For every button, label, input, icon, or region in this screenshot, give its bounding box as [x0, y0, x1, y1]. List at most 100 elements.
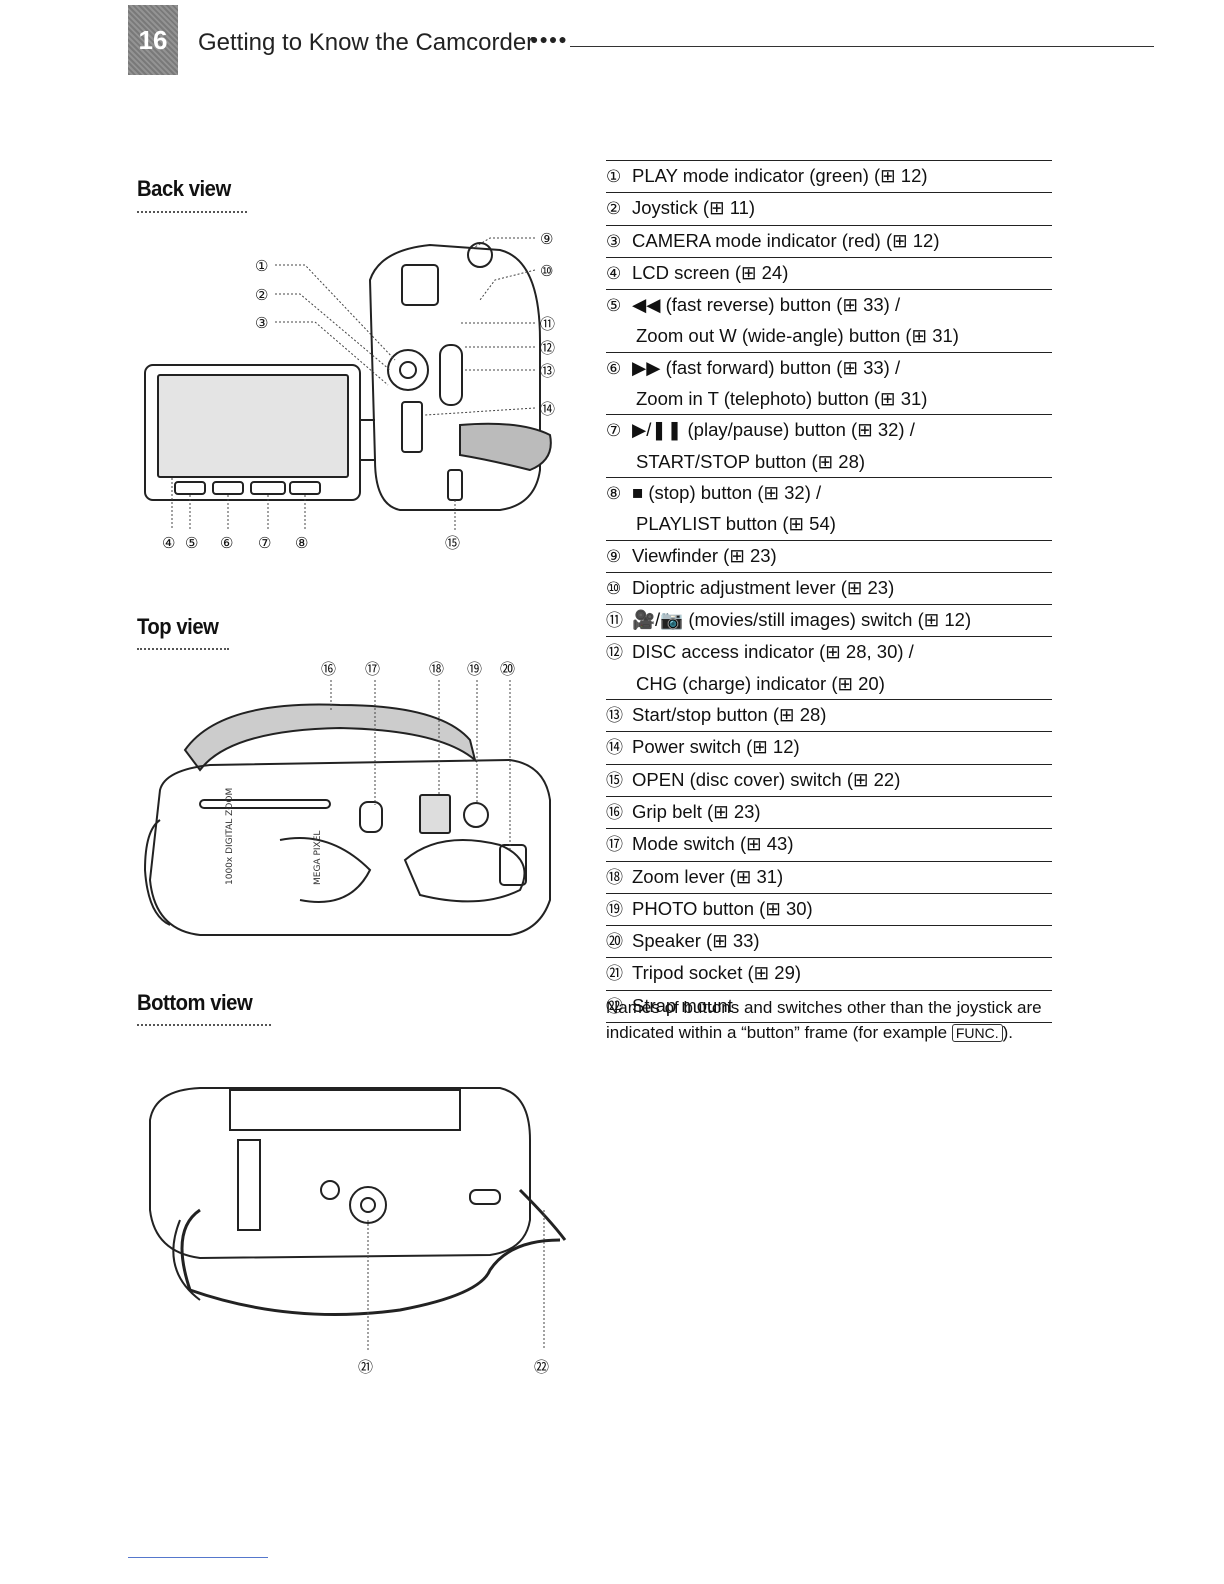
- grip-belt-shape: [183, 703, 477, 772]
- joystick-shape: [387, 349, 429, 391]
- strap-mount-shape: [518, 1188, 567, 1241]
- tripod-socket-shape: [349, 1186, 387, 1224]
- zoom-lever-shape: [419, 794, 451, 834]
- part-number: ⑧: [606, 483, 622, 504]
- part-description: Power switch (⊞ 12): [632, 736, 800, 758]
- callout-1: ①: [255, 257, 268, 275]
- callout-15: ⑮: [445, 534, 460, 552]
- grip-strap-shape: [459, 422, 552, 472]
- part-number: ⑭: [606, 738, 623, 759]
- part-number: ②: [606, 199, 622, 220]
- part-description-continued: CHG (charge) indicator (⊞ 20): [636, 672, 885, 694]
- part-description: ■ (stop) button (⊞ 32) /: [632, 481, 822, 503]
- part-description: Tripod socket (⊞ 29): [632, 962, 802, 984]
- open-switch-bottom: [469, 1189, 501, 1205]
- part-row: ㉒ Strap mount: [606, 989, 1052, 1024]
- part-number: ⑫: [606, 643, 623, 664]
- part-description: PLAY mode indicator (green) (⊞ 12): [632, 165, 928, 186]
- part-description: ◀◀ (fast reverse) button (⊞ 33) /: [632, 294, 901, 316]
- bottom-view-figure: ㉑ ㉒: [149, 1087, 567, 1376]
- part-row: ⑯ Grip belt (⊞ 23): [606, 795, 1052, 828]
- lcd-panel-outline: [144, 364, 361, 501]
- part-description: OPEN (disc cover) switch (⊞ 22): [632, 768, 901, 790]
- part-row: ⑬ Start/stop button (⊞ 28): [606, 699, 1052, 731]
- part-row: ⑦▶/❚❚ (play/pause) button (⊞ 32) /START/…: [606, 414, 1052, 477]
- part-number: ④: [606, 263, 622, 284]
- page-title: Getting to Know the Camcorder: [198, 29, 535, 56]
- part-description: ▶▶ (fast forward) button (⊞ 33) /: [632, 356, 901, 378]
- part-number: ⑲: [606, 899, 623, 920]
- callout-21: ㉑: [358, 1358, 373, 1376]
- bottom-body-outline: [149, 1087, 531, 1260]
- callout-6: ⑥: [220, 534, 233, 552]
- top-view-figure: ⑯ ⑰ ⑱ ⑲ ⑳ 1000x DIGITAL ZOOM MEGA PIXEL: [143, 660, 551, 936]
- callout-9: ⑨: [540, 230, 553, 248]
- back-view-figure: ① ② ③ ④ ⑤ ⑥ ⑦ ⑧ ⑨ ⑩ ⑪ ⑫ ⑬ ⑭ ⑮: [144, 230, 555, 552]
- part-description: Mode switch (⊞ 43): [632, 833, 794, 855]
- part-description: Viewfinder (⊞ 23): [632, 544, 777, 566]
- part-row: ⑧ ■ (stop) button (⊞ 32) / PLAYLIST button…: [606, 476, 1052, 540]
- callout-10: ⑩: [540, 262, 553, 280]
- zoom-label: 1000x DIGITAL ZOOM: [225, 788, 235, 885]
- part-row: ⑲ PHOTO button (⊞ 30): [606, 892, 1052, 925]
- battery-compartment: [229, 1089, 461, 1131]
- part-description: PHOTO button (⊞ 30): [632, 897, 813, 919]
- callout-13: ⑬: [540, 362, 555, 380]
- part-description: Start/stop button (⊞ 28): [632, 704, 827, 726]
- callout-8: ⑧: [295, 534, 308, 552]
- part-number: ㉒: [606, 996, 623, 1017]
- page-header: 16 Getting to Know the Camcorder ●●●●: [128, 5, 1154, 77]
- part-number: ⑰: [606, 835, 623, 856]
- lcd-button-8: [289, 481, 321, 495]
- part-number: ⑩: [606, 578, 622, 599]
- top-body-outline: [148, 758, 551, 936]
- callout-18: ⑱: [429, 660, 444, 678]
- part-number: ⑤: [606, 296, 622, 317]
- part-description: Joystick (⊞ 11): [632, 197, 756, 219]
- part-description: Grip belt (⊞ 23): [632, 800, 761, 822]
- part-number: ⑯: [606, 802, 623, 823]
- open-switch-shape: [447, 469, 463, 501]
- part-description: DISC access indicator (⊞ 28, 30) /: [632, 641, 914, 663]
- part-number: ⑦: [606, 421, 622, 442]
- callout-12: ⑫: [540, 339, 555, 357]
- part-row: ⑥ ▶▶ (fast forward) button (⊞ 33) / Zoom i…: [606, 351, 1052, 415]
- body-outline: [368, 243, 541, 511]
- callout-4: ④: [162, 534, 175, 552]
- bottom-strap: [180, 1208, 561, 1316]
- part-number: ⑳: [606, 932, 623, 953]
- part-number: ⑬: [606, 706, 623, 727]
- lcd-button-7: [250, 481, 286, 495]
- part-number: ⑥: [606, 358, 622, 379]
- callout-3: ③: [255, 314, 268, 332]
- part-number: ①: [606, 167, 622, 187]
- megapixel-label: MEGA PIXEL: [313, 831, 323, 885]
- callout-5: ⑤: [185, 534, 198, 552]
- callout-19: ⑲: [467, 660, 482, 678]
- dioptric-knob: [467, 242, 493, 268]
- callout-17: ⑰: [365, 660, 380, 678]
- bottom-view-heading: Bottom view: [137, 990, 253, 1015]
- part-row: ⑰ Mode switch (⊞ 43): [606, 828, 1052, 860]
- callout-20: ⑳: [500, 660, 515, 678]
- start-stop-shape: [439, 344, 463, 406]
- speaker-bulge: [403, 839, 526, 903]
- power-switch-shape: [401, 401, 423, 453]
- title-dots: ●●●●: [530, 31, 568, 47]
- part-description: Strap mount: [632, 994, 733, 1016]
- callout-2: ②: [255, 286, 268, 304]
- part-row: ⑭ Power switch (⊞ 12): [606, 731, 1052, 763]
- back-view-heading: Back view: [137, 176, 231, 201]
- part-description-continued: PLAYLIST button (⊞ 54): [636, 513, 836, 535]
- top-view-underline: [137, 648, 229, 650]
- note-text: Names of buttons and switches other than…: [606, 998, 1042, 1042]
- part-description-continued: Zoom in T (telephoto) button (⊞ 31): [636, 388, 928, 410]
- part-description: CAMERA mode indicator (red) (⊞ 12): [632, 229, 940, 251]
- callout-22: ㉒: [534, 1358, 549, 1376]
- part-row: ① PLAY mode indicator (green) (⊞ 12): [606, 160, 1052, 192]
